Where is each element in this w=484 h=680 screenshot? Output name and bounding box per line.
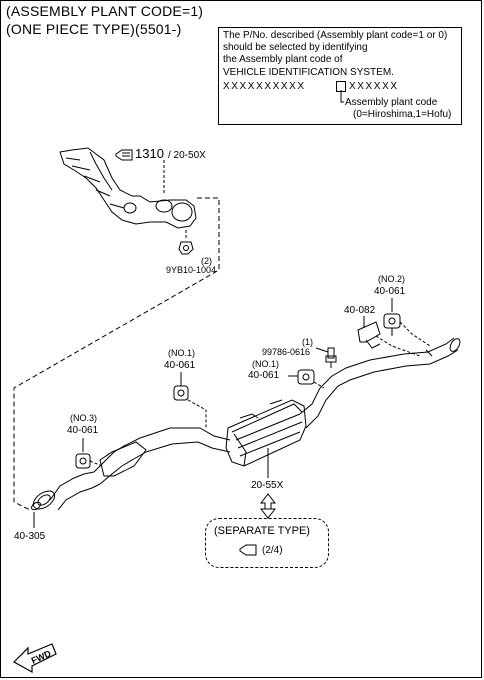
- bracket-dashed: [375, 335, 421, 357]
- note-callout-leader: [340, 90, 344, 103]
- header-assembly-plant-code: (ASSEMBLY PLANT CODE=1): [6, 3, 204, 19]
- exhaust-manifold: [59, 147, 197, 229]
- separate-type-title: (SEPARATE TYPE): [214, 525, 310, 537]
- bracket-40-082: [357, 321, 381, 349]
- hanger-no2-tag: (NO.2): [378, 274, 405, 284]
- bolt-99786-0616: [325, 347, 337, 368]
- front-pipe: [49, 427, 231, 511]
- note-callout-2: (0=Hiroshima,1=Hofu): [353, 109, 452, 120]
- bolt-qty: (1): [302, 337, 313, 347]
- bracket-part-number: 40-082: [344, 305, 376, 316]
- hanger-no1-right: [297, 369, 315, 385]
- muffler-part-number: 20-55X: [251, 480, 284, 491]
- bolt-leader: [315, 347, 329, 353]
- hanger-no1-right-dashed: [313, 381, 325, 389]
- gasket-part-number: 40-305: [14, 531, 46, 542]
- hanger-no2: [383, 313, 401, 336]
- main-muffler: [225, 399, 307, 467]
- note-line-3: the Assembly plant code of: [223, 54, 343, 65]
- hanger-no3-tag: (NO.3): [70, 413, 97, 423]
- hanger-no1-right-part-number: 40-061: [248, 370, 280, 381]
- fwd-arrow: [13, 643, 57, 674]
- hanger-no3: [75, 453, 103, 469]
- assembly-plant-note: The P/No. described (Assembly plant code…: [218, 27, 462, 125]
- bolt-part-number: 99786-0616: [262, 347, 311, 357]
- note-callout-1: Assembly plant code: [345, 97, 438, 108]
- hanger-no1-left-part-number: 40-061: [164, 360, 196, 371]
- separate-type-arrow: [259, 493, 277, 519]
- header-one-piece-type: (ONE PIECE TYPE)(5501-): [6, 21, 182, 37]
- separate-hand-icon: [239, 544, 257, 556]
- nut-part-number: 9YB10-1004: [166, 265, 217, 275]
- nut-9yb10-1004: [178, 241, 194, 255]
- note-line-4: VEHICLE IDENTIFICATION SYSTEM.: [223, 67, 394, 78]
- tailpipe: [299, 337, 461, 429]
- hanger-no1-left-dashed: [187, 399, 207, 428]
- reference-hand-icon: [115, 149, 133, 161]
- hanger-no3-part-number: 40-061: [67, 425, 99, 436]
- vin-left: XXXXXXXXXX: [223, 81, 306, 92]
- separate-type-ref[interactable]: (2/4): [262, 545, 283, 556]
- fwd-label: FWD: [30, 648, 53, 666]
- gasket-40-305: [31, 490, 56, 511]
- hanger-no1-right-tag: (NO.1): [252, 359, 279, 369]
- vin-right: XXXXXX: [349, 81, 399, 92]
- note-line-1: The P/No. described (Assembly plant code…: [223, 30, 448, 41]
- manifold-ref-rest: / 20-50X: [168, 150, 206, 161]
- note-line-2: should be selected by identifying: [223, 42, 368, 53]
- separate-type-box[interactable]: (SEPARATE TYPE) (2/4): [205, 518, 329, 568]
- hanger-no2-part-number: 40-061: [374, 286, 406, 297]
- assembly-dashed-outline: [13, 197, 220, 511]
- manifold-ref-bold: 1310: [135, 146, 164, 161]
- hanger-no1-left: [173, 385, 189, 401]
- hanger-no1-left-tag: (NO.1): [168, 348, 195, 358]
- nut-qty: (2): [201, 256, 212, 266]
- hanger-no2-dashed: [399, 321, 431, 347]
